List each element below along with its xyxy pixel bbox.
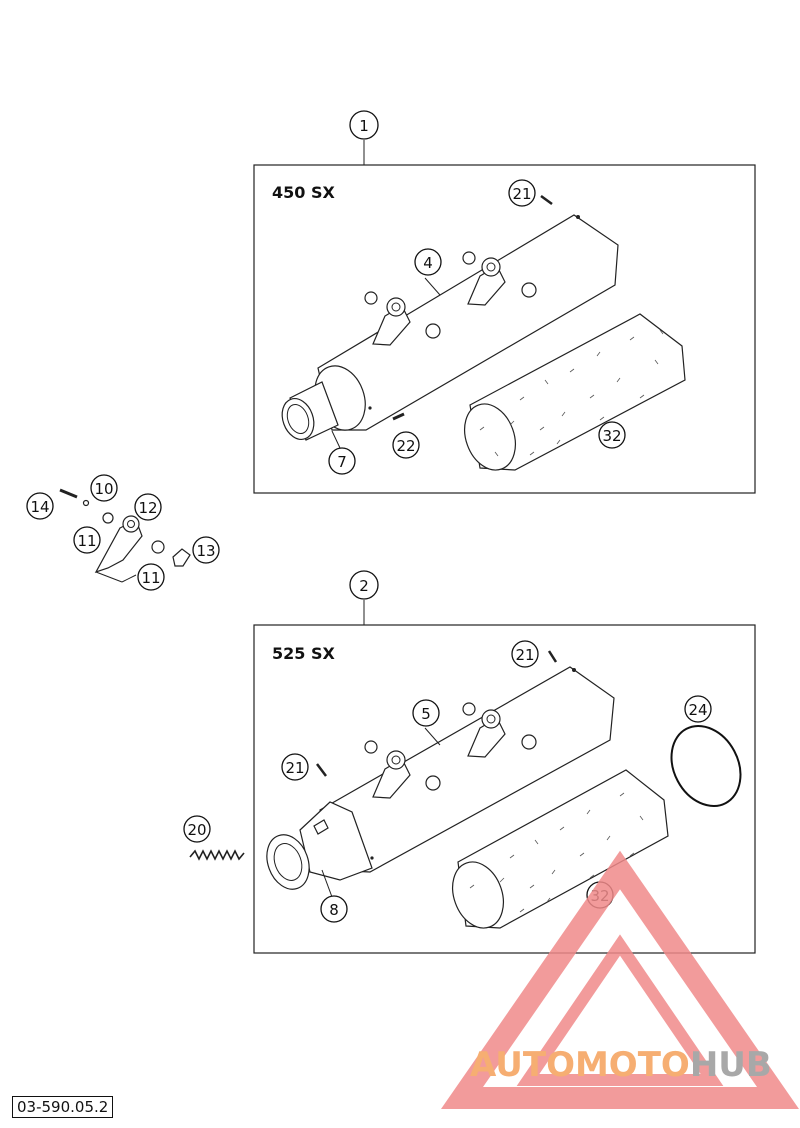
callout-1: 1 (349, 110, 379, 140)
svg-text:10: 10 (94, 480, 113, 498)
svg-text:21: 21 (285, 759, 304, 777)
callout-2: 2 (349, 570, 379, 600)
callout-11-bottom: 11 (137, 563, 165, 591)
silencer-insert-450sx (464, 313, 686, 471)
watermark-logo: AUTOMOTOHUB (440, 850, 800, 1109)
svg-text:21: 21 (515, 646, 534, 664)
mount-kit: 14 10 12 11 13 11 (26, 474, 220, 591)
callout-24: 24 (684, 695, 712, 723)
assembly-525sx: 2 525 SX (253, 570, 756, 954)
callout-4: 4 (414, 248, 442, 276)
svg-text:21: 21 (512, 185, 531, 203)
svg-text:8: 8 (329, 901, 339, 919)
callout-5: 5 (412, 699, 440, 727)
svg-text:11: 11 (77, 532, 96, 550)
callout-7: 7 (328, 447, 356, 475)
callout-12: 12 (134, 493, 162, 521)
watermark-text-part2: HUB (690, 1045, 772, 1085)
svg-text:22: 22 (396, 437, 415, 455)
svg-text:14: 14 (30, 498, 49, 516)
screw-21-side-525sx (316, 763, 327, 777)
svg-text:24: 24 (688, 701, 707, 719)
callout-21-side: 21 (281, 753, 309, 781)
bracket-rear-525sx (462, 702, 537, 758)
model-label-525sx: 525 SX (272, 644, 335, 663)
svg-text:32: 32 (602, 427, 621, 445)
spring-20: 20 (183, 815, 245, 861)
screw-21-450sx (540, 194, 553, 206)
muffler-525sx (266, 666, 615, 890)
callout-14: 14 (26, 492, 54, 520)
bracket-rear-450sx (462, 251, 537, 306)
document-code: 03-590.05.2 (12, 1096, 114, 1118)
bolt-22-450sx (392, 412, 405, 421)
model-label-450sx: 450 SX (272, 183, 335, 202)
assembly-450sx: 1 450 SX (253, 110, 756, 494)
callout-21: 21 (508, 179, 536, 207)
assembly-frame-450sx (253, 164, 756, 494)
callout-22: 22 (392, 431, 420, 459)
svg-text:13: 13 (196, 542, 215, 560)
callout-8: 8 (320, 895, 348, 923)
muffler-450sx (281, 214, 619, 441)
callout-32: 32 (598, 421, 626, 449)
svg-text:20: 20 (187, 821, 206, 839)
o-ring-525sx (670, 724, 742, 808)
assembly-frame-525sx (253, 624, 756, 954)
svg-text:7: 7 (337, 453, 347, 471)
svg-text:12: 12 (138, 499, 157, 517)
bracket-front-450sx (364, 291, 441, 346)
screw-21-top-525sx (547, 650, 558, 663)
svg-text:2: 2 (359, 577, 369, 595)
callout-10: 10 (90, 474, 118, 502)
callout-20: 20 (183, 815, 211, 843)
svg-text:11: 11 (141, 569, 160, 587)
callout-21-top: 21 (511, 640, 539, 668)
bracket-front-525sx (364, 740, 441, 799)
watermark-text-part1: AUTOMOTO (470, 1045, 690, 1085)
svg-text:4: 4 (423, 254, 433, 272)
silencer-insert-525sx (452, 769, 669, 929)
svg-text:AUTOMOTOHUB: AUTOMOTOHUB (470, 1045, 772, 1085)
callout-11-top: 11 (73, 526, 101, 554)
svg-text:5: 5 (421, 705, 431, 723)
callout-13: 13 (192, 536, 220, 564)
svg-text:1: 1 (359, 117, 369, 135)
